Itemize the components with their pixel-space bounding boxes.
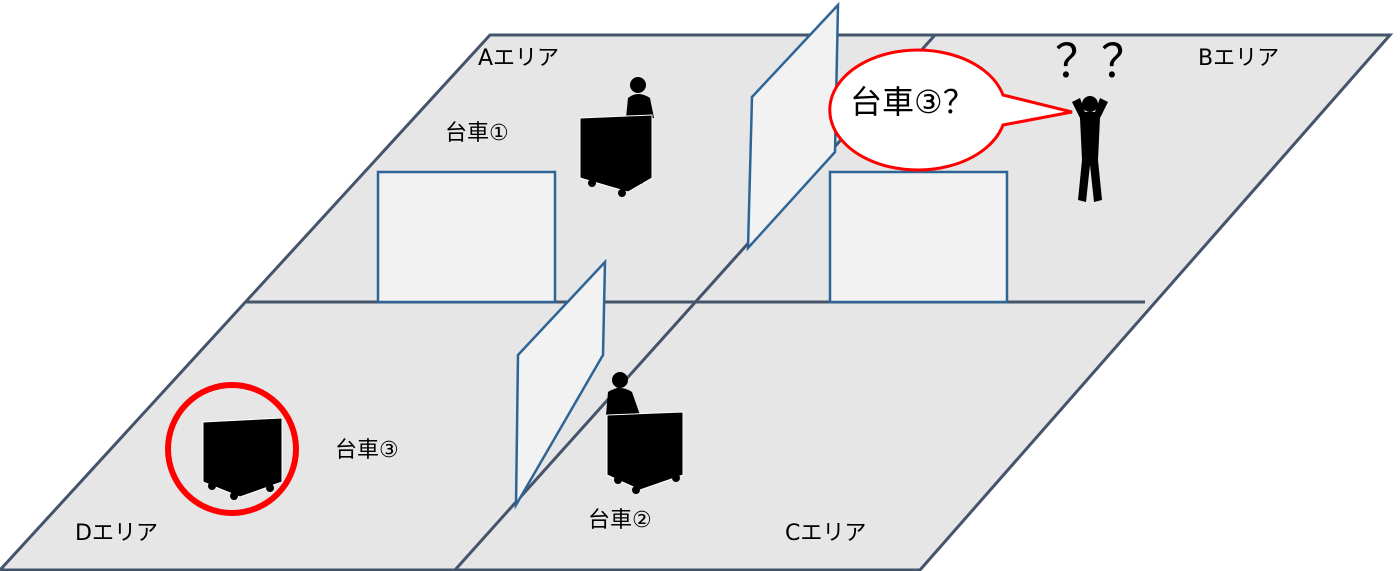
worker-with-cart-2-icon: [606, 372, 684, 494]
worker-with-cart-1-icon: [579, 77, 654, 197]
area-d-label: Dエリア: [75, 521, 158, 546]
confused-worker-icon: [1072, 96, 1108, 202]
area-a-label: Aエリア: [478, 46, 560, 71]
area-c-label: Cエリア: [785, 521, 867, 546]
speech-bubble-shape: [828, 48, 1073, 172]
area-b-label: Bエリア: [1198, 46, 1280, 71]
speech-bubble-text: 台車③？: [850, 83, 975, 121]
partition-wall-upper: [746, 1, 840, 252]
confusion-marks: ？？: [1055, 34, 1147, 88]
partition-wall-lower: [514, 258, 607, 510]
cart-1-label: 台車①: [445, 121, 509, 146]
cart-3-label: 台車③: [335, 438, 399, 463]
shelf-a: [376, 170, 557, 304]
shelf-b: [828, 170, 1009, 304]
cart-3-icon: [202, 417, 283, 500]
cart-3-highlight-circle: [165, 382, 299, 516]
cart-2-label: 台車②: [588, 508, 652, 533]
